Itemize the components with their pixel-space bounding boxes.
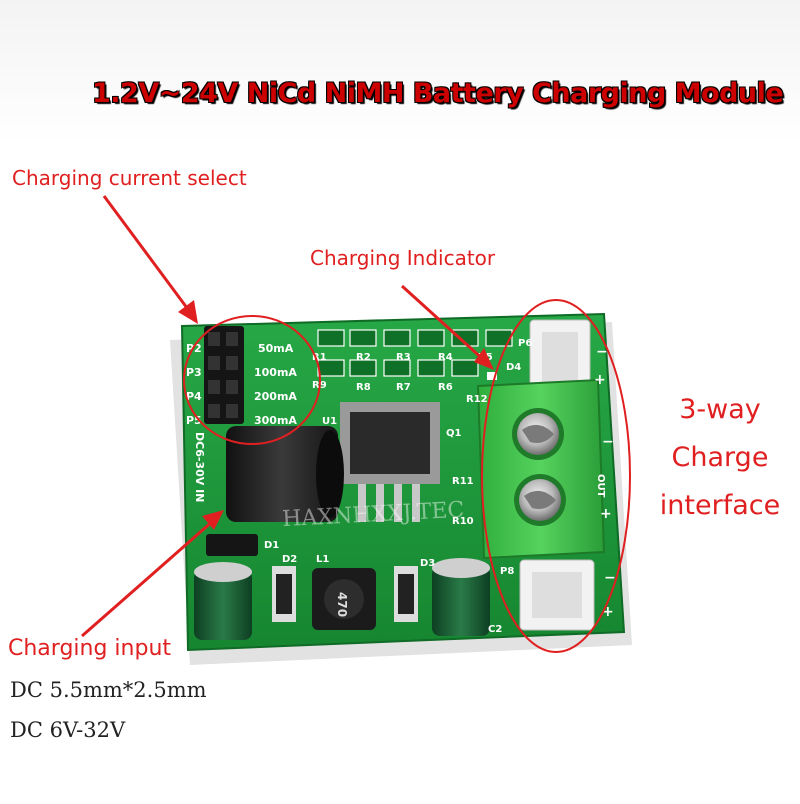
part-label: L1 bbox=[316, 554, 329, 565]
connector-p8 bbox=[519, 559, 595, 631]
current-select-callout: Charging current select bbox=[12, 166, 247, 190]
capacitor-c2 bbox=[432, 558, 490, 636]
input-dc-size: DC 5.5mm*2.5mm bbox=[10, 678, 207, 702]
resistor-array bbox=[317, 329, 513, 377]
resistor-label: R1 bbox=[312, 352, 327, 363]
polarity-sign: + bbox=[600, 506, 612, 522]
part-label: R10 bbox=[452, 516, 474, 527]
resistor-label: R2 bbox=[356, 352, 371, 363]
current-option: 50mA bbox=[258, 342, 294, 355]
regulator-ic bbox=[340, 402, 440, 522]
page-title: 1.2V~24V NiCd NiMH Battery Charging Modu… bbox=[92, 78, 784, 109]
jumper-label: P4 bbox=[186, 390, 202, 403]
part-label: D2 bbox=[282, 554, 297, 565]
resistor-label: R8 bbox=[356, 382, 371, 393]
input-dc-voltage: DC 6V-32V bbox=[10, 718, 126, 742]
interface-callout: 3-way Charge interface bbox=[659, 394, 781, 521]
current-select-header bbox=[204, 326, 244, 424]
polarity-sign: − bbox=[596, 344, 608, 360]
part-label: R12 bbox=[466, 394, 488, 405]
part-label: D4 bbox=[506, 362, 521, 373]
dc-jack-label: DC6-30V IN bbox=[193, 432, 206, 502]
dc-jack bbox=[226, 426, 344, 522]
screw-terminal bbox=[476, 378, 606, 560]
diode-d1 bbox=[206, 534, 258, 556]
polarity-sign: − bbox=[602, 434, 614, 450]
current-option: 100mA bbox=[254, 366, 297, 379]
polarity-sign: + bbox=[594, 372, 606, 388]
resistor-label: R6 bbox=[438, 382, 453, 393]
annotation-arrows bbox=[81, 195, 494, 638]
part-label: Q1 bbox=[446, 428, 462, 439]
input-callout: Charging input bbox=[8, 636, 172, 661]
current-select-highlight bbox=[183, 315, 321, 445]
part-label: R11 bbox=[452, 476, 474, 487]
inductor-marking: 470 bbox=[335, 592, 349, 617]
part-label: C2 bbox=[488, 624, 502, 635]
connector-p6 bbox=[529, 319, 591, 395]
resistor-label: R3 bbox=[396, 352, 411, 363]
part-label: D3 bbox=[420, 558, 435, 569]
indicator-led bbox=[487, 372, 497, 380]
capacitor-left bbox=[194, 562, 252, 640]
polarity-sign: + bbox=[602, 604, 614, 620]
terminal-label: OUT bbox=[595, 474, 606, 498]
interface-highlight bbox=[481, 299, 631, 653]
jumper-label: P2 bbox=[186, 342, 202, 355]
part-label: P8 bbox=[500, 566, 514, 577]
jumper-label: P3 bbox=[186, 366, 202, 379]
resistor-label: R4 bbox=[438, 352, 453, 363]
part-label: U1 bbox=[322, 416, 337, 427]
current-option: 300mA bbox=[254, 414, 297, 427]
part-label: P6 bbox=[518, 338, 532, 349]
polarity-sign: − bbox=[604, 570, 616, 586]
part-label: D1 bbox=[264, 540, 279, 551]
indicator-callout: Charging Indicator bbox=[310, 246, 496, 270]
current-option: 200mA bbox=[254, 390, 297, 403]
resistor-label: R7 bbox=[396, 382, 411, 393]
